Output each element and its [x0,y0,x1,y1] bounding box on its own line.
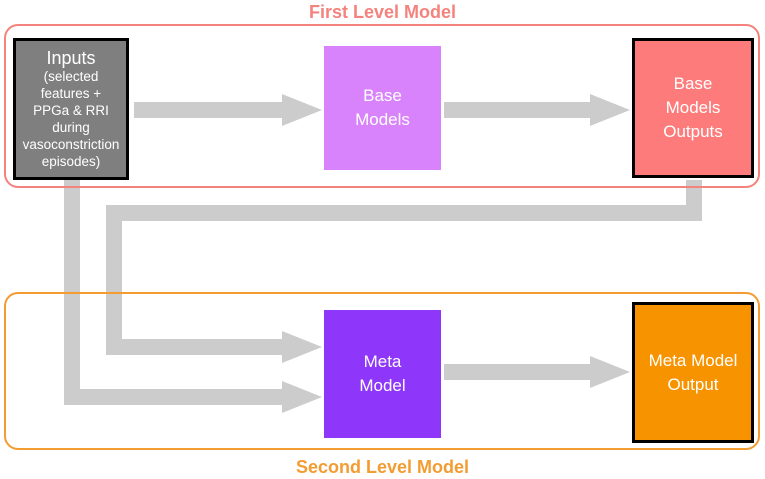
meta-model-label: Meta Model [359,352,406,395]
arrow-meta-to-output [444,356,630,388]
arrow-inputs-to-base [134,94,322,126]
first-level-group [4,24,760,188]
base-models-outputs-label: Base Models Outputs [663,74,723,141]
first-level-title: First Level Model [308,2,457,22]
second-level-title: Second Level Model [295,457,470,477]
second-level-group [4,292,760,450]
meta-model-box: Meta Model [324,310,441,438]
base-models-label: Base Models [355,86,410,129]
inputs-title: Inputs [46,48,96,68]
arrow-base-to-outputs [444,94,630,126]
meta-model-output-label: Meta Model Output [648,350,738,394]
connector-outputs-back [106,205,702,221]
arrow-inputs-to-meta [64,381,322,413]
inputs-box: Inputs (selected features + PPGa & RRI d… [13,38,129,180]
arrow-group [64,94,702,413]
meta-model-output-box: Meta Model Output [632,302,754,443]
arrow-outputs-to-meta [106,331,322,363]
base-models-box: Base Models [324,46,441,170]
inputs-detail: (selected features + PPGa & RRI during v… [22,69,120,169]
base-models-outputs-box: Base Models Outputs [632,38,754,178]
connector-outputs-left-down [106,205,122,355]
